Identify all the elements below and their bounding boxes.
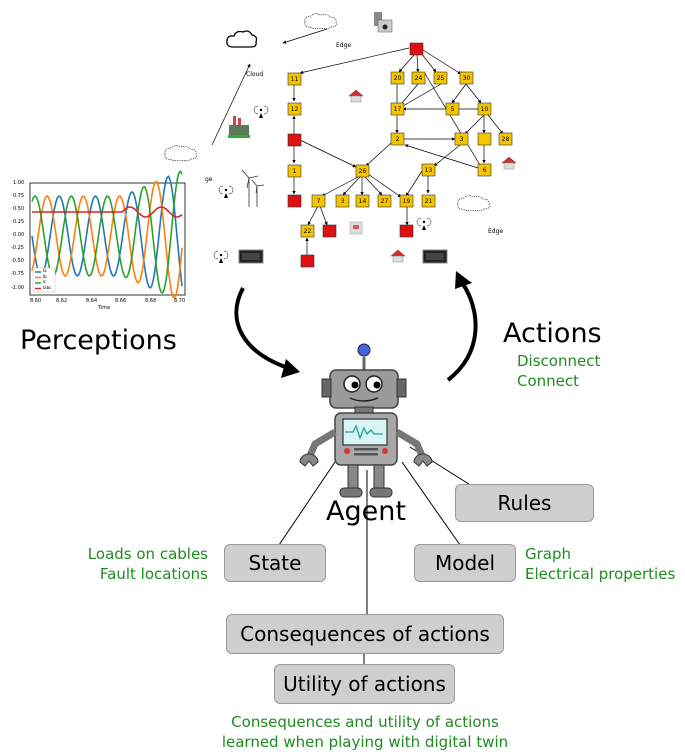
plot-ytick: 0.00 bbox=[13, 232, 25, 238]
model-note-electrical: Electrical properties bbox=[525, 565, 676, 583]
action-connect: Connect bbox=[517, 372, 580, 390]
model-box: Model bbox=[414, 544, 516, 582]
wind-turbine-icon bbox=[241, 169, 265, 207]
power-plant-icon bbox=[374, 12, 393, 33]
svg-text:25: 25 bbox=[437, 75, 445, 82]
node-fault bbox=[409, 42, 424, 56]
actions-label: Actions bbox=[503, 318, 602, 349]
footer-line-1: Consequences and utility of actions bbox=[231, 713, 499, 731]
plot-xtick: 8.68 bbox=[145, 298, 157, 304]
antenna-icon bbox=[213, 105, 432, 263]
svg-text:10: 10 bbox=[481, 106, 489, 113]
svg-text:24: 24 bbox=[415, 75, 423, 82]
connector-lines bbox=[278, 446, 473, 665]
svg-text:1: 1 bbox=[293, 168, 297, 175]
svg-text:3: 3 bbox=[460, 136, 464, 143]
plot-legend bbox=[32, 267, 56, 293]
plot-ytick: 1.00 bbox=[13, 180, 25, 186]
legend-entry: Ic bbox=[43, 279, 47, 284]
legend-entry: Iabc bbox=[43, 285, 52, 290]
plot-ytick: -0.50 bbox=[11, 258, 24, 264]
svg-text:7: 7 bbox=[317, 198, 321, 205]
edge-label-right: Edge bbox=[488, 228, 504, 235]
perception-arrow bbox=[234, 287, 300, 378]
state-note-loads: Loads on cables bbox=[87, 545, 208, 563]
edge-cloud-icon bbox=[164, 13, 490, 212]
svg-text:11: 11 bbox=[291, 76, 299, 83]
svg-text:2: 2 bbox=[396, 136, 400, 143]
plot-xtick: 8.62 bbox=[56, 298, 68, 304]
plot-ytick: -0.75 bbox=[11, 271, 24, 277]
svg-text:13: 13 bbox=[425, 167, 433, 174]
plot-ytick: 0.50 bbox=[13, 206, 25, 212]
waveform-trace bbox=[32, 206, 183, 218]
footer-line-2: learned when playing with digital twin bbox=[221, 733, 509, 751]
svg-text:3: 3 bbox=[341, 198, 345, 205]
agent-robot-icon bbox=[299, 343, 433, 498]
waveform-trace bbox=[31, 180, 183, 300]
utility-box: Utility of actions bbox=[274, 664, 455, 704]
legend-entry: Ib bbox=[43, 274, 47, 279]
waveform-trace bbox=[31, 175, 183, 289]
actions-list: Disconnect Connect bbox=[517, 351, 600, 391]
svg-text:27: 27 bbox=[381, 198, 389, 205]
plot-ytick: 0.25 bbox=[13, 219, 25, 225]
svg-text:5: 5 bbox=[451, 106, 455, 113]
footer-notes: Consequences and utility of actions lear… bbox=[180, 712, 550, 752]
svg-text:28: 28 bbox=[502, 136, 510, 143]
svg-text:19: 19 bbox=[403, 198, 411, 205]
current-waveform-plot bbox=[29, 169, 186, 300]
perceptions-label: Perceptions bbox=[20, 325, 177, 356]
model-notes: Graph Electrical properties bbox=[525, 544, 675, 584]
svg-text:21: 21 bbox=[425, 198, 433, 205]
plot-ytick: -0.25 bbox=[11, 245, 24, 251]
agent-label: Agent bbox=[326, 496, 406, 527]
action-arrow bbox=[446, 271, 478, 382]
house-icon bbox=[348, 89, 517, 263]
rules-box: Rules bbox=[455, 484, 594, 522]
svg-text:6: 6 bbox=[483, 167, 487, 174]
svg-text:26: 26 bbox=[359, 168, 367, 175]
edge-label-left: ge bbox=[205, 176, 213, 183]
factory-icon bbox=[228, 116, 250, 138]
svg-text:22: 22 bbox=[304, 228, 312, 235]
state-box: State bbox=[224, 544, 326, 582]
svg-text:30: 30 bbox=[463, 75, 471, 82]
consequences-box: Consequences of actions bbox=[226, 614, 504, 654]
state-note-faults: Fault locations bbox=[99, 565, 208, 583]
plot-xlabel: Time bbox=[98, 305, 111, 311]
plot-xtick: 8.66 bbox=[115, 298, 127, 304]
plot-xtick: 8.70 bbox=[174, 298, 186, 304]
svg-text:17: 17 bbox=[394, 106, 402, 113]
grid-node-labels: 11 12 1 20 24 25 30 17 5 10 2 3 28 13 6 … bbox=[291, 75, 510, 235]
edge-label-top: Edge bbox=[336, 42, 352, 49]
plot-ytick: -1.00 bbox=[11, 285, 24, 291]
grid-edges bbox=[292, 47, 504, 255]
legend-entry: Ia bbox=[43, 268, 47, 273]
cloud-icon bbox=[226, 30, 258, 48]
cloud-label: Cloud bbox=[246, 71, 264, 78]
svg-text:20: 20 bbox=[394, 75, 402, 82]
model-note-graph: Graph bbox=[525, 545, 572, 563]
waveform-trace bbox=[31, 169, 183, 295]
plot-ytick: 0.75 bbox=[13, 193, 25, 199]
action-disconnect: Disconnect bbox=[517, 352, 601, 370]
state-notes: Loads on cables Fault locations bbox=[60, 544, 208, 584]
grid-nodes bbox=[287, 42, 513, 268]
svg-text:14: 14 bbox=[359, 198, 367, 205]
appliance-icon bbox=[349, 221, 363, 235]
plot-xtick: 8.64 bbox=[86, 298, 98, 304]
svg-text:12: 12 bbox=[291, 106, 299, 113]
plot-xtick: 8.60 bbox=[30, 298, 42, 304]
edge-device-icon bbox=[238, 249, 448, 264]
